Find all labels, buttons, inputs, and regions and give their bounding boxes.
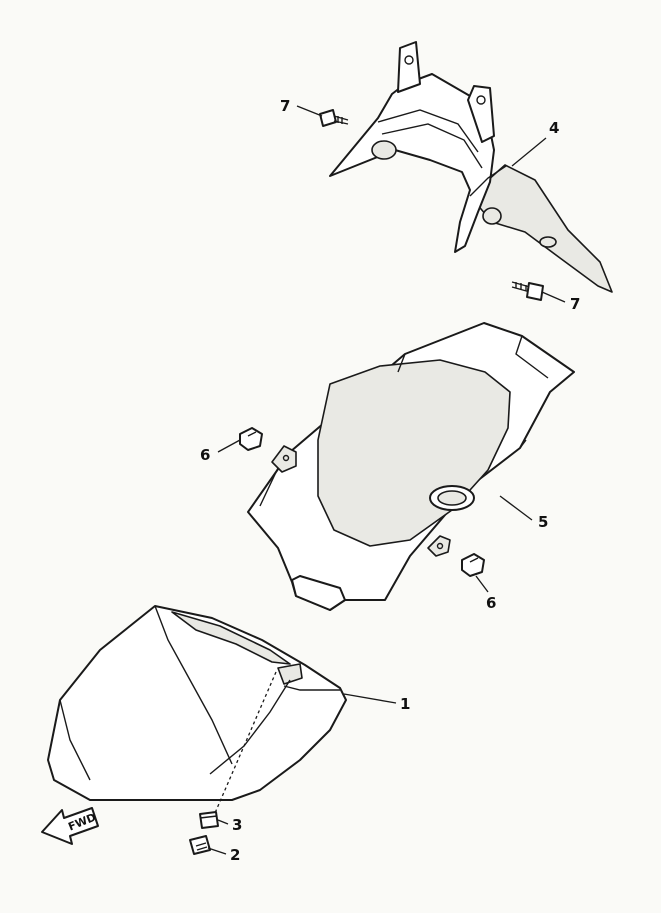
part-3-collar — [199, 811, 219, 829]
leader-5 — [499, 495, 533, 521]
part-4-rear-bracket — [329, 41, 613, 293]
bolt-7-lower — [511, 281, 544, 301]
callout-6-left: 6 — [200, 446, 210, 464]
clip-nut-6-right — [461, 553, 485, 577]
leader-1 — [343, 693, 397, 704]
bolt-7-upper — [319, 109, 349, 127]
callout-7-upper: 7 — [280, 97, 290, 115]
leader-2 — [207, 847, 227, 855]
callout-4: 4 — [549, 119, 559, 137]
leader-7-upper — [296, 105, 323, 117]
leader-3 — [217, 819, 229, 825]
part-1-front-cover — [47, 605, 347, 801]
leader-7-lower — [541, 291, 566, 303]
fwd-arrow-icon: FWD — [41, 807, 99, 845]
assembly-line — [211, 671, 277, 821]
leader-4 — [511, 137, 547, 167]
callout-7-lower: 7 — [570, 295, 580, 313]
callout-5: 5 — [538, 513, 548, 531]
clip-nut-6-left — [239, 427, 263, 451]
part-2-screw — [189, 835, 211, 855]
callout-2: 2 — [230, 846, 240, 864]
callout-1: 1 — [400, 695, 410, 713]
leader-6-right — [475, 575, 489, 593]
callout-6-right: 6 — [486, 594, 496, 612]
part-5-inner-panel — [247, 322, 575, 611]
leader-6-left — [217, 439, 241, 453]
callout-3: 3 — [232, 816, 242, 834]
